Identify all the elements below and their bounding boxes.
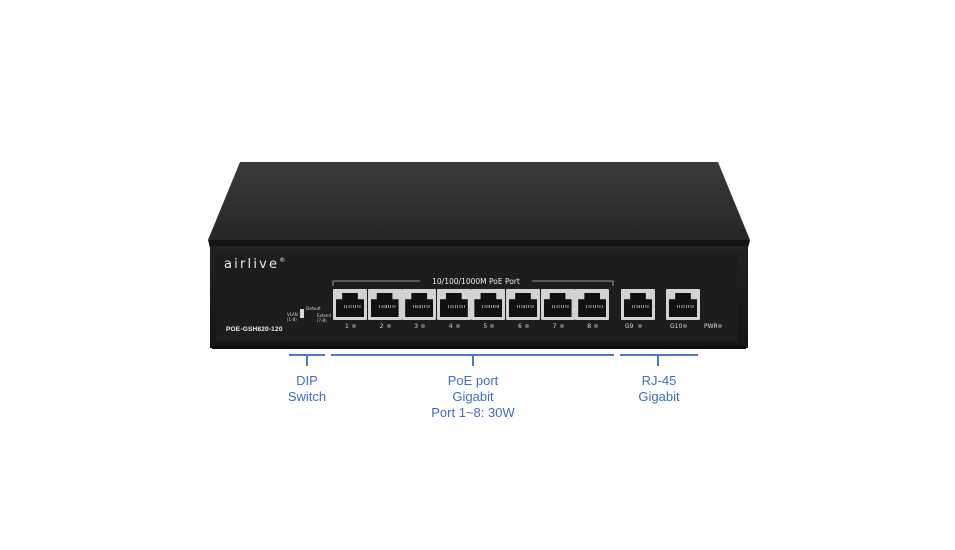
brand-logo: airlive®: [224, 257, 288, 272]
poe-port-4[interactable]: [436, 289, 471, 320]
dip-callout-line2: Switch: [287, 389, 327, 404]
poe-port-label: 3: [414, 323, 419, 330]
dip-label-extend: Extend(7-8): [317, 313, 331, 323]
rj45-socket: [509, 293, 537, 317]
poe-port-led: [386, 324, 391, 328]
dip-switch[interactable]: [300, 309, 304, 318]
poe-port-callout: PoE port Gigabit Port 1~8: 30W: [413, 373, 533, 421]
rj45-socket: [370, 293, 399, 317]
rj45-bracket-tick: [657, 354, 659, 366]
poe-port-led: [421, 324, 426, 328]
poe-callout-line1: PoE port: [447, 373, 499, 388]
dip-switch-callout: DIP Switch: [267, 373, 347, 405]
poe-port-led: [559, 324, 564, 328]
poe-port-label: 7: [552, 323, 557, 330]
poe-port-led: [594, 324, 599, 328]
poe-port-led: [490, 324, 495, 328]
rj45-pins: [378, 305, 397, 308]
poe-port-8[interactable]: [575, 289, 610, 320]
rj45-socket: [474, 293, 503, 317]
rj45-socket: [543, 293, 572, 317]
uplink-port-g10[interactable]: [666, 289, 700, 320]
rj45-callout-line1: RJ-45: [641, 373, 677, 388]
rj45-socket: [405, 293, 434, 317]
poe-port-led: [352, 324, 356, 328]
uplink-port-led: [683, 324, 687, 328]
rj45-pins: [517, 305, 535, 308]
rj45-callout-line2: Gigabit: [638, 389, 680, 404]
poe-port-header: 10/100/1000M PoE Port: [420, 277, 532, 286]
uplink-port-g9[interactable]: [621, 289, 655, 320]
dip-callout-line1: DIP: [296, 373, 318, 388]
model-label: POE-GSH820-120: [226, 326, 283, 333]
dip-label-vlan: VLAN(1-8): [287, 312, 298, 322]
rj45-socket: [336, 293, 364, 317]
power-label: PWR: [704, 323, 718, 330]
power-led: [718, 324, 722, 328]
rj45-bracket-line: [620, 354, 698, 356]
poe-port-7[interactable]: [540, 289, 575, 320]
uplink-port-label: G10: [670, 323, 683, 330]
poe-port-label: 5: [483, 323, 488, 330]
uplink-port-label: G9: [625, 323, 634, 330]
rj45-socket: [578, 293, 607, 317]
poe-port-3[interactable]: [402, 289, 437, 320]
poe-callout-line2: Gigabit: [452, 389, 494, 404]
rj45-callout: RJ-45 Gigabit: [619, 373, 699, 405]
rj45-pins: [632, 305, 650, 308]
switch-top-panel: [208, 162, 750, 240]
rj45-pins: [344, 305, 362, 308]
poe-port-5[interactable]: [471, 289, 506, 320]
rj45-pins: [551, 305, 570, 308]
dip-label-default: Default: [306, 306, 321, 311]
rj45-socket: [669, 293, 697, 317]
poe-port-6[interactable]: [506, 289, 540, 320]
poe-port-label: 6: [518, 323, 522, 330]
poe-port-label: 4: [448, 323, 453, 330]
poe-port-led: [525, 324, 529, 328]
rj45-pins: [677, 305, 695, 308]
poe-port-2[interactable]: [367, 289, 402, 320]
rj45-pins: [586, 305, 605, 308]
rj45-pins: [447, 305, 466, 308]
poe-port-1[interactable]: [333, 289, 367, 320]
uplink-port-led: [638, 324, 642, 328]
poe-port-label: 2: [379, 323, 384, 330]
rj45-pins: [482, 305, 501, 308]
poe-port-led: [455, 324, 460, 328]
poe-port-label: 8: [587, 323, 592, 330]
poe-callout-line3: Port 1~8: 30W: [431, 405, 515, 420]
dip-bracket-tick: [306, 354, 308, 366]
poe-bracket-tick: [472, 354, 474, 366]
rj45-socket: [624, 293, 652, 317]
rj45-socket: [439, 293, 468, 317]
rj45-pins: [413, 305, 432, 308]
poe-port-label: 1: [345, 323, 349, 330]
